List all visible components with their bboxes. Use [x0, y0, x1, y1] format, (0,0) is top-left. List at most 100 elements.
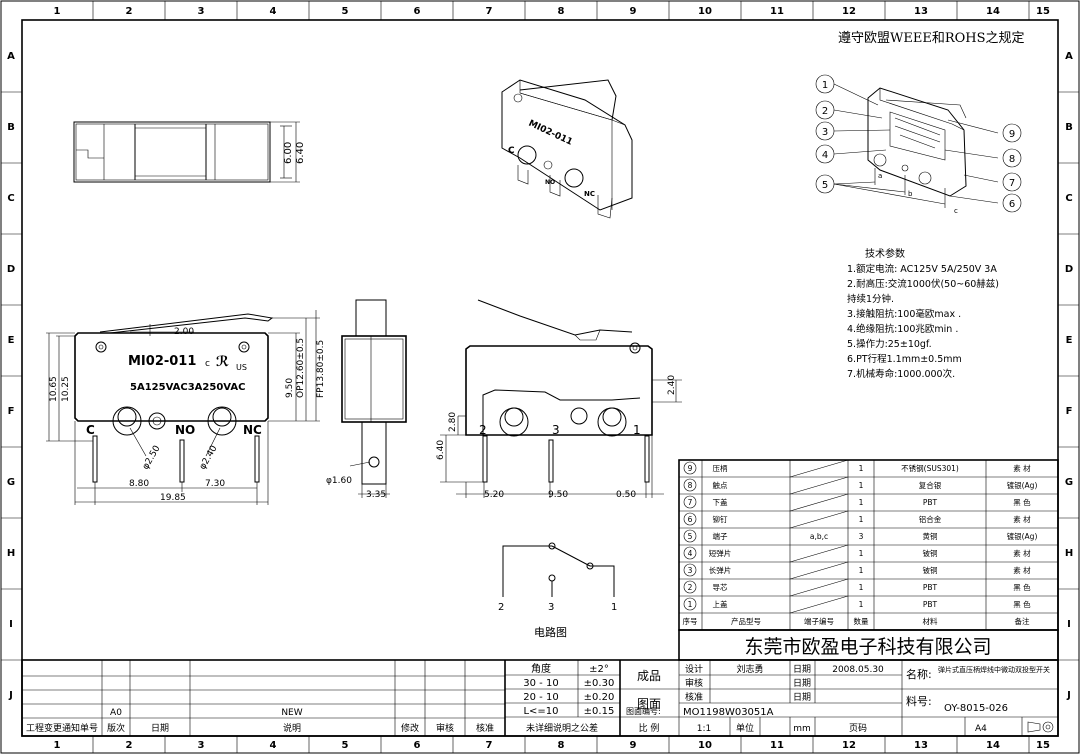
- callout-2: 2: [822, 106, 828, 117]
- part-row-name: 端子: [713, 531, 728, 541]
- row-letter: J: [1066, 690, 1071, 701]
- part-row-qty: 1: [859, 566, 864, 575]
- part-row-material: PBT: [923, 498, 938, 507]
- col-number: 8: [558, 740, 565, 751]
- dim-3-35: 3.35: [366, 490, 386, 500]
- row-letter: H: [7, 548, 15, 559]
- part-row-name: 压柄: [713, 463, 728, 473]
- iso-model-label: MI02-011: [527, 119, 574, 148]
- part-row-material: PBT: [923, 600, 938, 609]
- row-letter: B: [7, 122, 15, 133]
- dim-hole-2-40: φ2.40: [198, 444, 220, 472]
- approve-label: 核准: [685, 691, 703, 703]
- row-letter: A: [7, 51, 15, 62]
- col-number: 12: [842, 6, 856, 17]
- front-term-no: NO: [175, 423, 195, 437]
- rev-header: 说明: [283, 722, 301, 734]
- iso-term-nc: NC: [584, 190, 595, 198]
- col-number: 3: [198, 740, 205, 751]
- part-row-qty: 1: [859, 549, 864, 558]
- dim-lever-offset: 2.00: [174, 327, 194, 337]
- dim-op: OP12.60±0.5: [296, 338, 306, 398]
- part-row-qty: 1: [859, 481, 864, 490]
- part-row-note: 镀银(Ag): [1007, 531, 1038, 541]
- dim-hole-2-50: φ2.50: [141, 444, 163, 472]
- part-row-no: 1: [688, 600, 693, 609]
- dim-9-50: 9.50: [285, 378, 295, 398]
- rev-header: 审核: [436, 722, 454, 734]
- designer-value: 刘志勇: [736, 663, 763, 675]
- col-number: 6: [414, 740, 421, 751]
- col-number: 11: [770, 6, 784, 17]
- part-row-name: 触点: [713, 480, 728, 490]
- row-letter: C: [7, 193, 14, 204]
- sub-label-c: c: [954, 207, 958, 215]
- col-number: 4: [270, 740, 277, 751]
- compliance-note: 遵守欧盟WEEE和ROHS之规定: [838, 30, 1025, 46]
- part-row-no: 8: [688, 481, 693, 490]
- part-row-qty: 1: [859, 600, 864, 609]
- front-cert-c: c: [205, 359, 210, 369]
- part-row-note: 黑 色: [1013, 599, 1031, 609]
- front-cert-ul: ℛ: [216, 354, 229, 370]
- rev-header: 日期: [151, 723, 169, 734]
- col-number: 2: [126, 6, 133, 17]
- dim-6-40-sch: 6.40: [436, 440, 446, 460]
- unit-label: 单位: [736, 722, 754, 734]
- rev-header: 工程变更通知单号: [26, 722, 98, 734]
- parts-header: 数量: [854, 616, 869, 626]
- part-row-qty: 1: [859, 515, 864, 524]
- col-number: 15: [1036, 740, 1050, 751]
- column-numbers: 1 2 3 4 5 6 7 8 9 10 11 12 13 14 15 1 2 …: [54, 6, 1050, 751]
- tech-param-line: 4.绝缘阻抗:100兆欧min .: [847, 323, 958, 335]
- col-number: 13: [914, 740, 928, 751]
- scale-value: 1:1: [697, 724, 711, 734]
- schematic-term-1: 1: [633, 423, 641, 437]
- iso-view: MI02-011 C NC NO: [501, 79, 633, 219]
- col-number: 7: [486, 740, 493, 751]
- part-row-material: 复合银: [919, 480, 942, 490]
- name-label: 名称:: [906, 667, 932, 681]
- callout-1: 1: [822, 80, 828, 91]
- callout-8: 8: [1009, 154, 1015, 165]
- part-row-note: 黑 色: [1013, 582, 1031, 592]
- drawing-no-value: MO1198W03051A: [683, 707, 774, 718]
- row-letter: G: [7, 477, 15, 488]
- callout-5: 5: [822, 180, 828, 191]
- review-label: 审核: [685, 677, 703, 689]
- col-number: 8: [558, 6, 565, 17]
- callout-7: 7: [1009, 178, 1015, 189]
- part-row-qty: 1: [859, 498, 864, 507]
- col-number: 12: [842, 740, 856, 751]
- dim-9-50-sch: 9.50: [548, 490, 568, 500]
- parts-table: 9 压柄 1 不锈钢(SUS301) 素 材 8 触点 1 复合银 镀银(Ag)…: [678, 459, 1059, 631]
- front-view: MI02-011 c ℛ US 5A125VAC3A250VAC C NO NC…: [46, 310, 326, 505]
- col-number: 10: [698, 740, 712, 751]
- circuit-term-1: 1: [611, 602, 617, 613]
- parts-header: 序号: [683, 616, 698, 626]
- row-ticks: [1, 91, 1079, 661]
- part-row-note: 素 材: [1013, 463, 1031, 473]
- side-view: φ1.60 3.35: [326, 299, 407, 500]
- dim-6-40: 6.40: [295, 142, 306, 164]
- tech-params-title: 技术参数: [865, 247, 905, 260]
- sub-label-b: b: [908, 190, 913, 198]
- part-row-material: 不锈钢(SUS301): [901, 463, 959, 473]
- dim-pitch-7-30: 7.30: [205, 479, 225, 489]
- tol-range: 20 - 10: [523, 692, 558, 703]
- size-value: A4: [975, 724, 987, 734]
- rev-version: A0: [110, 708, 122, 718]
- drawing-no-label: 图面编号:: [626, 706, 661, 716]
- part-row-note: 黑 色: [1013, 497, 1031, 507]
- part-row-no: 4: [688, 549, 693, 558]
- tech-param-line: 5.操作力:25±10gf.: [847, 338, 932, 350]
- row-letter: I: [9, 619, 13, 630]
- dim-2-80: 2.80: [448, 412, 458, 432]
- schematic-view: 2 3 1 2.40 6.40 2.80 5.20 9.50 0.50: [436, 299, 682, 500]
- dim-0-50: 0.50: [616, 490, 636, 500]
- part-row-material: 黄铜: [923, 531, 938, 541]
- part-row-material: 铍铜: [923, 565, 938, 575]
- row-letter: D: [1065, 264, 1073, 275]
- tech-param-line: 1.额定电流: AC125V 5A/250V 3A: [847, 263, 997, 275]
